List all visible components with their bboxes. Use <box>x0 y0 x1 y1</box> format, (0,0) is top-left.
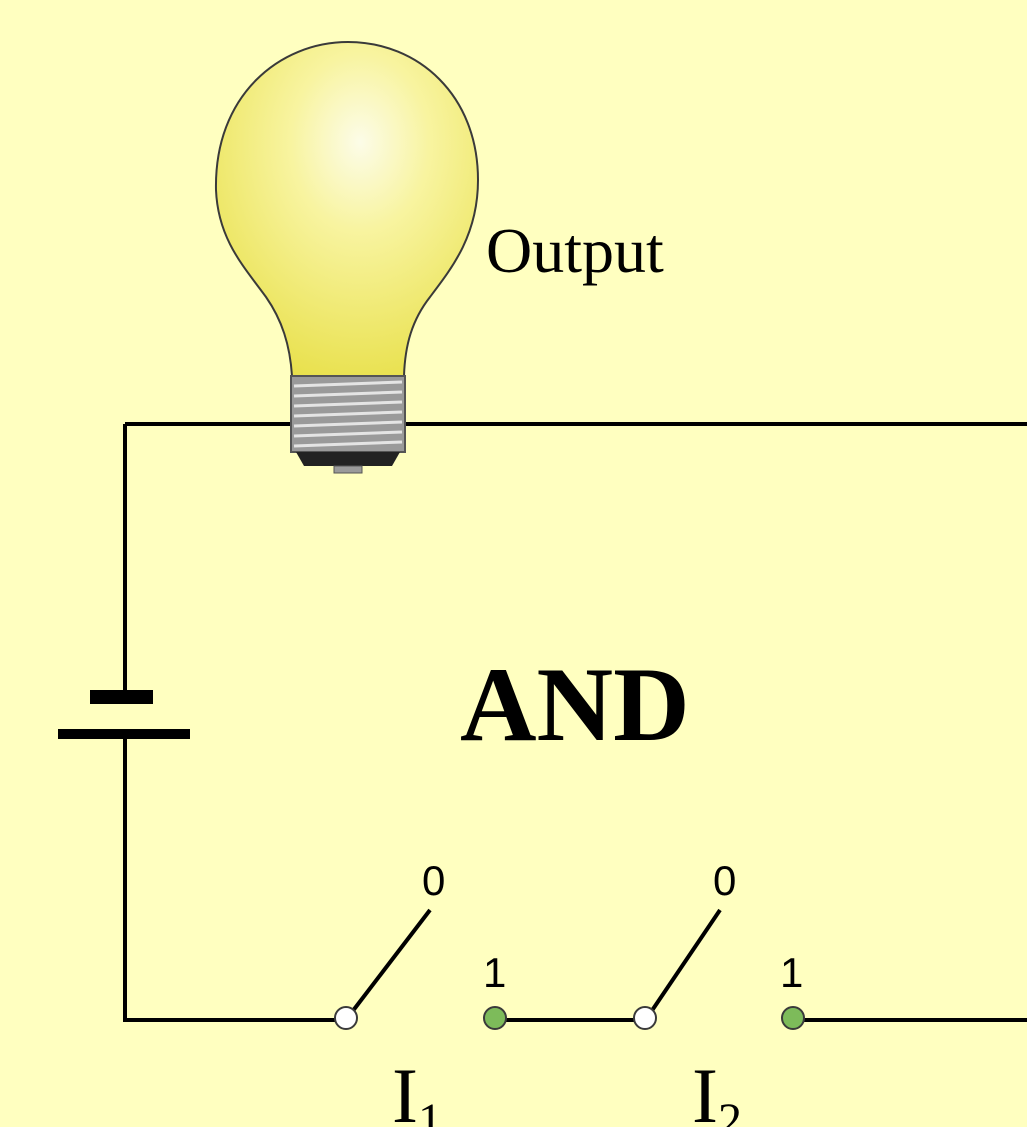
switch-2-state0-label: 0 <box>713 857 736 904</box>
light-bulb-icon <box>214 40 480 474</box>
switch-1-lever <box>350 908 432 1014</box>
switch-1-name: I <box>392 1052 418 1127</box>
switch-2-lever <box>649 908 722 1014</box>
switch-2-pivot <box>633 1006 657 1030</box>
switch-1-contact <box>483 1006 507 1030</box>
switch-2-subscript: 2 <box>718 1094 742 1127</box>
switch-1-state1-label: 1 <box>483 949 506 996</box>
switch-1: 0 1 I1 <box>334 857 507 1127</box>
switch-1-state0-label: 0 <box>422 857 445 904</box>
output-label: Output <box>486 215 664 286</box>
switch-2-state1-label: 1 <box>780 949 803 996</box>
bulb-contact <box>296 452 400 466</box>
bulb-threads <box>293 380 403 448</box>
switch-1-label: I1 <box>392 1052 442 1127</box>
switch-2-contact <box>781 1006 805 1030</box>
gate-label: AND <box>460 646 690 763</box>
switch-1-pivot <box>334 1006 358 1030</box>
switch-2: 0 1 I2 <box>633 857 805 1127</box>
bulb-glass <box>214 40 480 377</box>
wire-left-lower <box>123 737 346 1022</box>
switch-2-label: I2 <box>692 1052 742 1127</box>
switch-2-name: I <box>692 1052 718 1127</box>
switch-1-subscript: 1 <box>418 1094 442 1127</box>
wires <box>123 422 1027 1022</box>
battery-icon <box>58 690 190 739</box>
